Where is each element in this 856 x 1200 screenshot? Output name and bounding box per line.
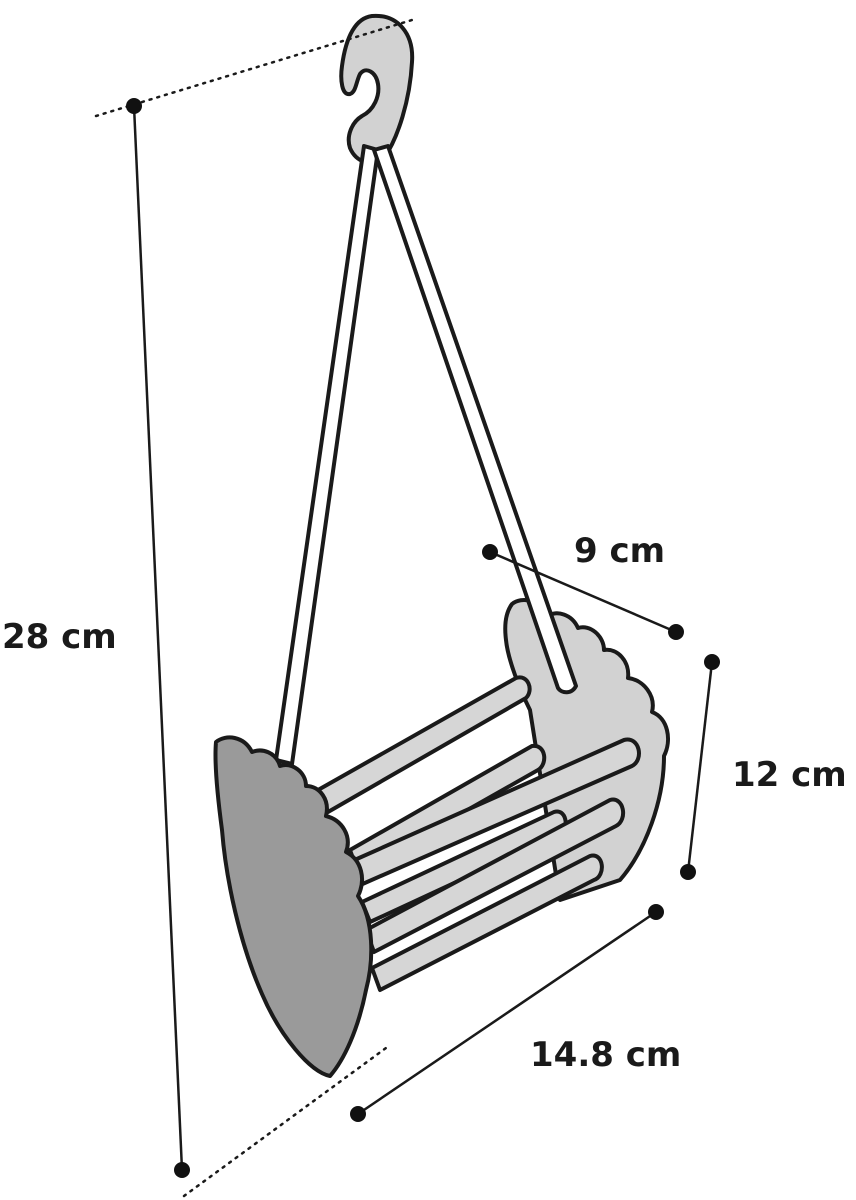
hook bbox=[339, 13, 415, 165]
front-panel bbox=[213, 735, 374, 1078]
dimension-length bbox=[350, 904, 664, 1122]
length-end-dot bbox=[648, 904, 664, 920]
side-bottom-dot bbox=[680, 864, 696, 880]
depth-start-dot bbox=[482, 544, 498, 560]
height-line bbox=[132, 105, 184, 1171]
basket-bars bbox=[316, 675, 641, 992]
hanging-rods bbox=[274, 144, 578, 766]
depth-line bbox=[489, 550, 677, 634]
height-top-dot bbox=[126, 98, 142, 114]
height-bottom-dot bbox=[174, 1162, 190, 1178]
side-top-dot bbox=[704, 654, 720, 670]
dimension-side bbox=[680, 654, 720, 880]
height-label: 28 cm bbox=[2, 617, 117, 657]
side-line bbox=[686, 661, 714, 873]
dimension-height bbox=[94, 18, 414, 1198]
length-line bbox=[357, 910, 657, 1116]
height-bottom-leader bbox=[182, 1046, 388, 1198]
length-label: 14.8 cm bbox=[530, 1035, 681, 1075]
depth-label: 9 cm bbox=[574, 531, 665, 571]
height-top-leader bbox=[94, 18, 414, 118]
depth-end-dot bbox=[668, 624, 684, 640]
length-start-dot bbox=[350, 1106, 366, 1122]
dimension-depth bbox=[482, 544, 684, 640]
side-label: 12 cm bbox=[732, 755, 847, 795]
